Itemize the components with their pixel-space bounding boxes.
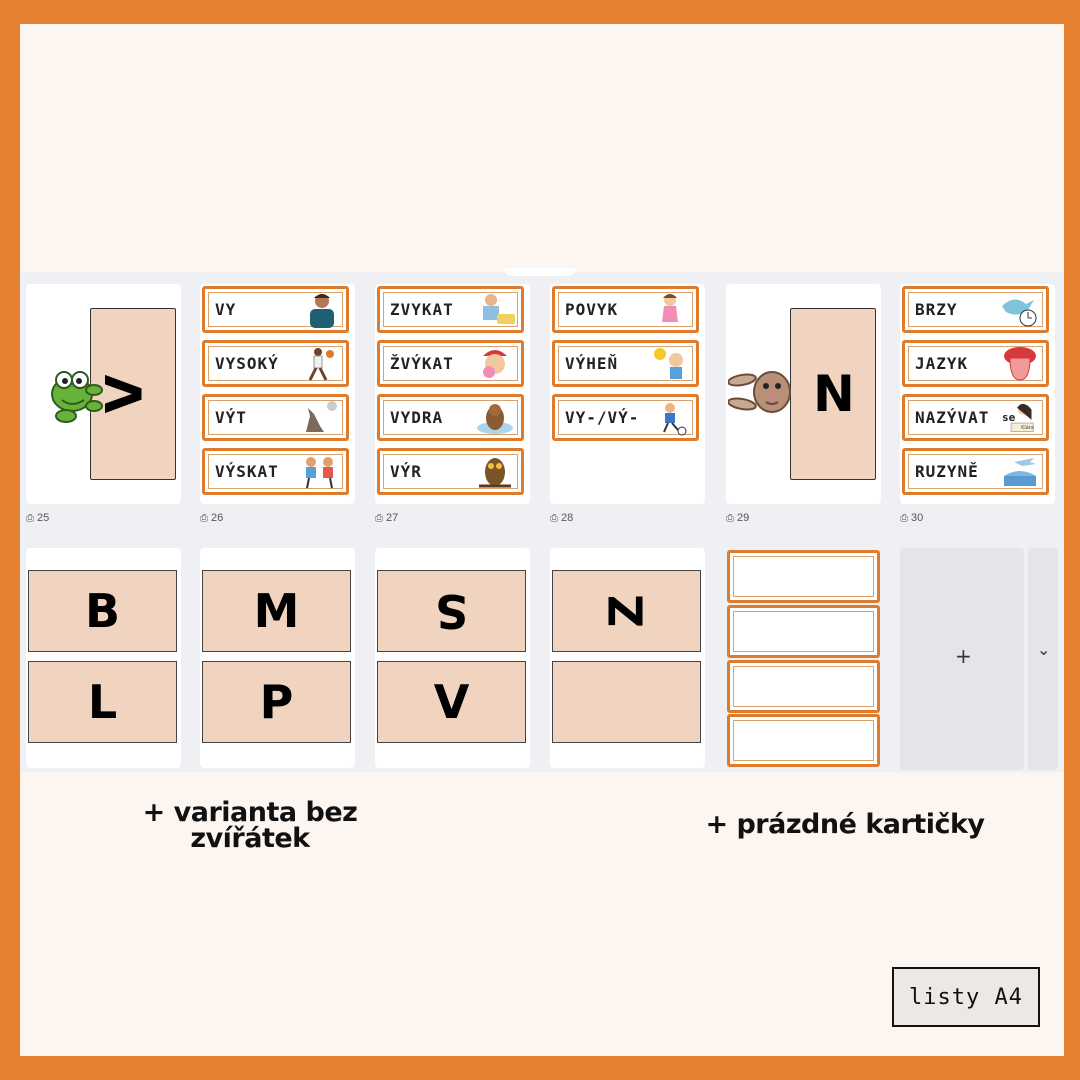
word-card-text: VYDRA: [390, 408, 444, 427]
owl-icon: [479, 458, 511, 488]
word-card-text: VYSOKÝ: [215, 354, 279, 373]
word-card-text: ŽVÝKAT: [390, 354, 454, 373]
letter-card: [552, 661, 701, 743]
page-number-29: ⎙29: [726, 512, 750, 524]
page-28[interactable]: POVYK VÝHEŇ VY-/VÝ-: [550, 284, 705, 504]
tiny-label-klara: Klára: [1021, 425, 1034, 431]
caption-without-animals: + varianta bez zvířátek: [142, 797, 358, 854]
tongue-icon: [1004, 347, 1036, 381]
tall-letter-card: N: [790, 308, 876, 480]
word-card: ZVYKAT: [377, 286, 524, 333]
letter-card: B: [28, 570, 177, 652]
word-card: VÝHEŇ: [552, 340, 699, 387]
word-card: BRZY: [902, 286, 1049, 333]
word-card-text: ZVYKAT: [390, 300, 454, 319]
word-card: VÝSKAT: [202, 448, 349, 495]
letter-page[interactable]: M P: [200, 548, 355, 768]
word-card: VY: [202, 286, 349, 333]
word-card-text: NAZÝVAT: [915, 408, 990, 427]
chevron-down-icon: ⌄: [1037, 640, 1051, 659]
letter-card: P: [202, 661, 351, 743]
page-number-30: ⎙30: [900, 512, 924, 524]
children-icon: [306, 457, 333, 489]
print-icon: ⎙: [26, 513, 34, 524]
airport-icon: [1004, 458, 1036, 486]
word-card: VY-/VÝ-: [552, 394, 699, 441]
print-icon: ⎙: [550, 513, 558, 524]
word-card-text: RUZYNĚ: [915, 462, 979, 481]
tall-letter-card: V: [90, 308, 176, 480]
word-card: JAZYK: [902, 340, 1049, 387]
page-number-25: ⎙25: [26, 512, 50, 524]
strip-tab[interactable]: [504, 268, 576, 276]
page-26[interactable]: VY VYSOKÝ VÝT VÝSKAT: [200, 284, 355, 504]
word-card: VYSOKÝ: [202, 340, 349, 387]
page-options-button[interactable]: ⌄: [1028, 548, 1058, 770]
small-label-se: se: [1002, 411, 1016, 424]
man-icon: [310, 294, 334, 328]
word-card: POVYK: [552, 286, 699, 333]
frog-icon: [51, 371, 103, 423]
page-number-28: ⎙28: [550, 512, 574, 524]
word-card-text: POVYK: [565, 300, 619, 319]
bubblegum-boy-icon: [483, 350, 507, 378]
hot-sun-boy-icon: [654, 348, 683, 379]
word-card: VÝR: [377, 448, 524, 495]
caption-empty-cards: + prázdné kartičky: [705, 809, 985, 840]
letter-page[interactable]: S V: [375, 548, 530, 768]
plus-icon: +: [955, 644, 972, 668]
page-29[interactable]: N: [726, 284, 881, 504]
football-boy-icon: [663, 403, 687, 436]
add-page-button[interactable]: +: [900, 548, 1024, 770]
word-card-text: VÝHEŇ: [565, 354, 619, 373]
letter-page[interactable]: Z: [550, 548, 705, 768]
word-card: VÝT: [202, 394, 349, 441]
word-card-text: VÝT: [215, 408, 247, 427]
canvas: V ⎙25 VY VYSOKÝ: [20, 24, 1064, 1056]
print-icon: ⎙: [200, 513, 208, 524]
letter-card: M: [202, 570, 351, 652]
page-25[interactable]: V: [26, 284, 181, 504]
empty-card: [727, 605, 880, 658]
word-card-text: VÝR: [390, 462, 422, 481]
word-card: VYDRA: [377, 394, 524, 441]
letter-card: V: [377, 661, 526, 743]
print-icon: ⎙: [375, 513, 383, 524]
a4-sheets-badge: listy A4: [892, 967, 1040, 1027]
word-card-text: VY: [215, 300, 237, 319]
letter-card: S: [377, 570, 526, 652]
rabbit-icon: [728, 371, 791, 413]
basketball-player-icon: [308, 348, 334, 381]
page-number-26: ⎙26: [200, 512, 224, 524]
word-card: RUZYNĚ: [902, 448, 1049, 495]
empty-cards-page[interactable]: [726, 548, 881, 768]
waking-person-icon: [483, 294, 515, 324]
bird-clock-icon: [1002, 299, 1037, 327]
page-30[interactable]: BRZY JAZYK NAZÝVAT se Klára: [900, 284, 1055, 504]
word-card-text: BRZY: [915, 300, 958, 319]
empty-card: [727, 660, 880, 713]
girl-name-tag-icon: [1010, 403, 1034, 433]
empty-card: [727, 550, 880, 603]
empty-card: [727, 714, 880, 767]
letter-card: L: [28, 661, 177, 743]
word-card: ŽVÝKAT: [377, 340, 524, 387]
letter-card: Z: [552, 570, 701, 652]
wolf-icon: [306, 401, 337, 432]
big-letter: N: [813, 365, 855, 423]
word-card-text: JAZYK: [915, 354, 969, 373]
print-icon: ⎙: [900, 513, 908, 524]
page-strip: [20, 272, 1064, 772]
letter-page[interactable]: B L: [26, 548, 181, 768]
girl-icon: [662, 294, 678, 322]
otter-icon: [477, 404, 513, 434]
word-card-text: VY-/VÝ-: [565, 408, 640, 427]
page-number-27: ⎙27: [375, 512, 399, 524]
page-27[interactable]: ZVYKAT ŽVÝKAT VYDRA VÝR: [375, 284, 530, 504]
print-icon: ⎙: [726, 513, 734, 524]
word-card: NAZÝVAT se Klára: [902, 394, 1049, 441]
word-card-text: VÝSKAT: [215, 462, 279, 481]
